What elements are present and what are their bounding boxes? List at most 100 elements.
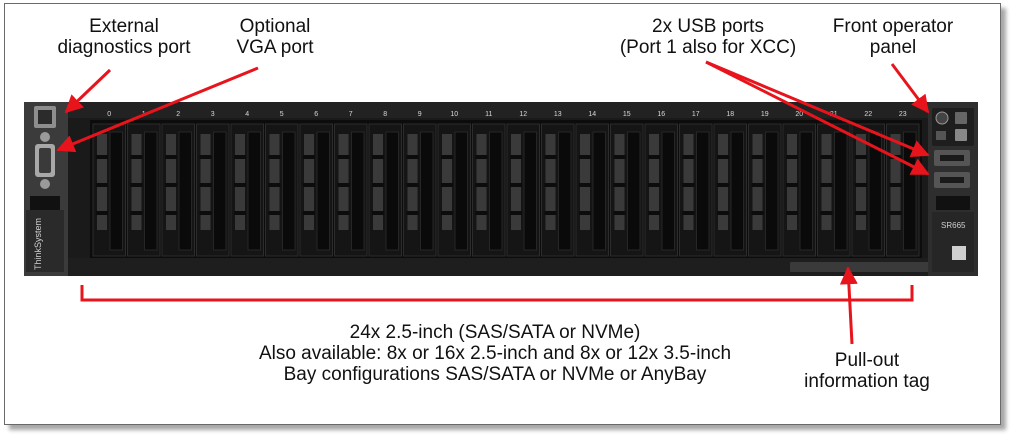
- drive-vent-gap: [96, 211, 108, 215]
- drive-vent-gap: [717, 211, 729, 215]
- drive-bay[interactable]: [644, 123, 678, 257]
- drive-vent-gap: [303, 183, 315, 187]
- drive-vent-gap: [751, 211, 764, 215]
- bay-number: 15: [623, 111, 631, 118]
- drive-vent: [200, 134, 211, 230]
- drive-handle: [730, 131, 744, 251]
- vga-port-inner: [39, 148, 51, 173]
- drive-vent: [269, 134, 280, 230]
- drive-handle: [558, 131, 572, 251]
- drive-bay[interactable]: [472, 123, 506, 257]
- drive-vent-gap: [613, 183, 626, 187]
- drive-vent-gap: [303, 155, 315, 159]
- drive-vent: [97, 134, 107, 230]
- drive-vent-gap: [820, 183, 833, 187]
- drive-bay[interactable]: [782, 123, 816, 257]
- drive-handle: [834, 131, 848, 251]
- drive-vent: [235, 134, 245, 230]
- drive-vent: [649, 134, 659, 230]
- drive-vent: [304, 134, 314, 230]
- drive-bay[interactable]: [610, 123, 644, 257]
- label-drive-bays-line-3: Bay configurations SAS/SATA or NVMe or A…: [283, 364, 707, 385]
- drive-vent: [545, 134, 556, 230]
- drive-handle: [696, 131, 710, 251]
- drive-vent: [787, 134, 797, 230]
- bay-number: 7: [349, 111, 353, 118]
- drive-bay[interactable]: [886, 123, 920, 257]
- drive-vent-gap: [337, 155, 350, 159]
- drive-handle: [247, 131, 261, 251]
- drive-bay[interactable]: [851, 123, 885, 257]
- brand-text: ThinkSystem: [33, 218, 43, 270]
- drive-bay[interactable]: [679, 123, 713, 257]
- drive-bay[interactable]: [92, 123, 126, 257]
- label-drive-bays-line-2: Also available: 8x or 16x 2.5-inch and 8…: [258, 343, 732, 364]
- label-pull-out-tag-line-2: information tag: [804, 371, 930, 392]
- drive-vent-gap: [510, 183, 522, 187]
- drive-vent-gap: [268, 155, 281, 159]
- drive-bay[interactable]: [575, 123, 609, 257]
- bay-number: 18: [726, 111, 734, 118]
- drive-vent-gap: [441, 211, 453, 215]
- drive-vent-gap: [579, 155, 591, 159]
- status-led: [936, 131, 946, 140]
- drive-bay[interactable]: [403, 123, 437, 257]
- drive-vent-gap: [130, 211, 143, 215]
- pull-out-information-tag[interactable]: [790, 262, 930, 272]
- usb-port-2-inner: [940, 177, 964, 183]
- drive-vent-gap: [372, 211, 384, 215]
- label-front-operator-panel: Front operator panel: [818, 16, 968, 58]
- drive-bay[interactable]: [161, 123, 195, 257]
- bay-number: 19: [761, 111, 769, 118]
- drive-bay[interactable]: [127, 123, 161, 257]
- drive-vent-gap: [751, 155, 764, 159]
- bay-number: 2: [176, 111, 180, 118]
- usb-port-1-inner: [940, 155, 964, 161]
- power-button[interactable]: [935, 111, 949, 125]
- drive-handle: [316, 131, 330, 251]
- drive-bay[interactable]: [437, 123, 471, 257]
- drive-vent: [821, 134, 832, 230]
- bay-number: 3: [211, 111, 215, 118]
- drive-vent-gap: [786, 211, 798, 215]
- drive-vent-gap: [406, 155, 419, 159]
- bay-number: 1: [142, 111, 146, 118]
- drive-bay[interactable]: [230, 123, 264, 257]
- drive-bay[interactable]: [265, 123, 299, 257]
- drive-vent-gap: [199, 211, 212, 215]
- drive-bay[interactable]: [299, 123, 333, 257]
- drive-handle: [213, 131, 227, 251]
- bay-number: 6: [314, 111, 318, 118]
- drive-vent-gap: [372, 183, 384, 187]
- drive-vent-gap: [648, 211, 660, 215]
- right-ear-pull-tab: [936, 196, 970, 210]
- label-external-diagnostics: External diagnostics port: [46, 16, 202, 58]
- drive-bay[interactable]: [817, 123, 851, 257]
- error-led: [955, 129, 967, 141]
- label-drive-bays: 24x 2.5-inch (SAS/SATA or NVMe) Also ava…: [212, 322, 778, 385]
- drive-vent-gap: [544, 211, 557, 215]
- drive-bay[interactable]: [748, 123, 782, 257]
- left-ear-pull-tab: [30, 196, 60, 210]
- drive-vent-gap: [199, 155, 212, 159]
- drive-bay[interactable]: [713, 123, 747, 257]
- drive-handle: [385, 131, 399, 251]
- drive-vent-gap: [234, 183, 246, 187]
- drive-bay[interactable]: [506, 123, 540, 257]
- drive-vent-gap: [234, 211, 246, 215]
- drive-vent-gap: [165, 155, 177, 159]
- drive-vent-gap: [337, 183, 350, 187]
- label-front-operator-panel-line-2: panel: [869, 37, 917, 58]
- drive-bay[interactable]: [334, 123, 368, 257]
- drive-handle: [799, 131, 813, 251]
- drive-bay[interactable]: [196, 123, 230, 257]
- label-external-diagnostics-line-2: diagnostics port: [57, 37, 191, 58]
- label-vga-port-line-1: Optional: [239, 16, 311, 37]
- drive-vent-gap: [889, 155, 902, 159]
- bay-number: 0: [107, 111, 111, 118]
- drive-bay[interactable]: [368, 123, 402, 257]
- id-button[interactable]: [955, 112, 967, 124]
- drive-vent-gap: [130, 183, 143, 187]
- drive-bay[interactable]: [541, 123, 575, 257]
